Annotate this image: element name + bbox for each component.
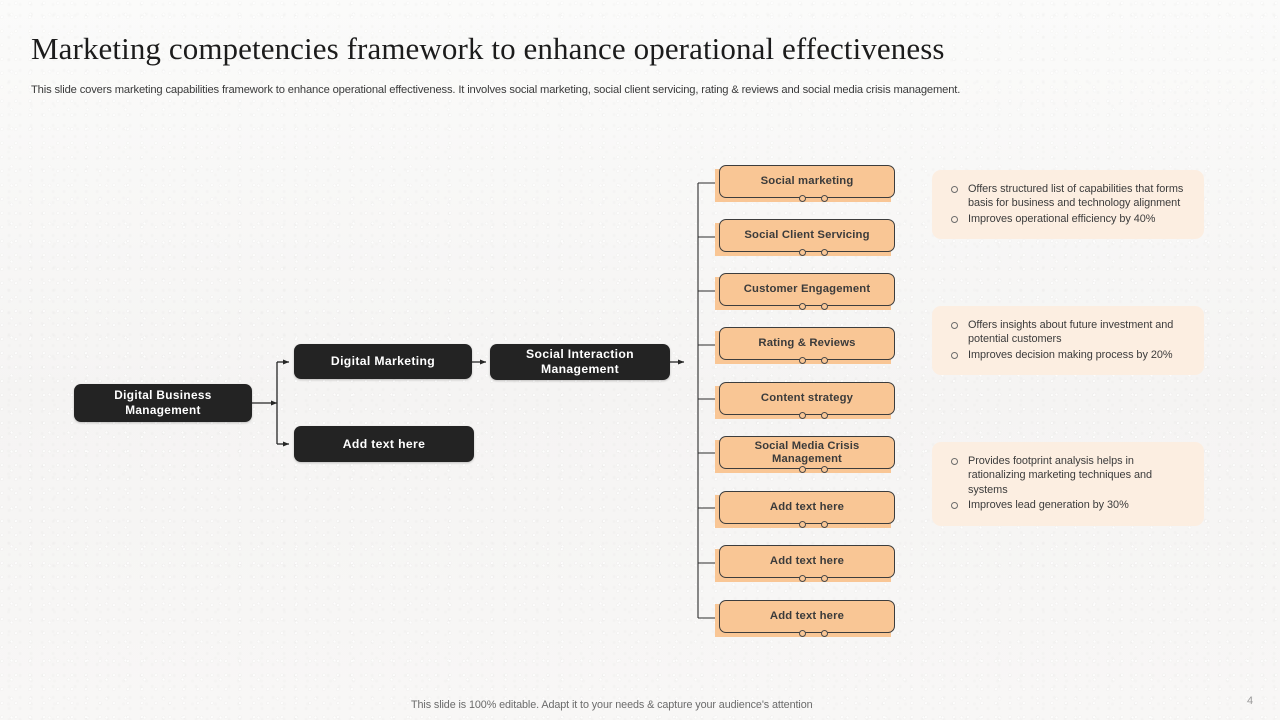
hollow-circle-bullet-icon — [951, 322, 958, 329]
benefit-list-item: Offers insights about future investment … — [948, 318, 1190, 347]
competency-box[interactable]: Add text here — [715, 491, 895, 528]
connector-dot-icon — [821, 466, 828, 473]
benefit-list-item: Offers structured list of capabilities t… — [948, 182, 1190, 211]
competency-outline: Content strategy — [719, 382, 895, 415]
node-add-text-here[interactable]: Add text here — [294, 426, 474, 462]
competency-label: Content strategy — [760, 392, 854, 404]
competency-box[interactable]: Add text here — [715, 600, 895, 637]
benefit-list: Offers insights about future investment … — [948, 318, 1190, 362]
competency-outline: Social Client Servicing — [719, 219, 895, 252]
benefit-callout[interactable]: Offers insights about future investment … — [932, 306, 1204, 376]
benefit-list-item: Improves lead generation by 30% — [948, 498, 1190, 512]
competency-outline: Add text here — [719, 545, 895, 578]
connector-dot-icon — [799, 575, 806, 582]
competency-box[interactable]: Social Media Crisis Management — [715, 436, 895, 473]
benefit-list-item: Improves operational efficiency by 40% — [948, 212, 1190, 226]
connector-dot-icon — [799, 521, 806, 528]
connector-dot-icon — [821, 195, 828, 202]
connector-dot-icon — [821, 630, 828, 637]
competency-box[interactable]: Social Client Servicing — [715, 219, 895, 256]
connector-dot-icon — [799, 195, 806, 202]
competency-label: Social Media Crisis Management — [754, 439, 860, 465]
competency-box[interactable]: Customer Engagement — [715, 273, 895, 310]
benefit-list-item: Improves decision making process by 20% — [948, 348, 1190, 362]
competency-box[interactable]: Add text here — [715, 545, 895, 582]
connector-dot-icon — [821, 575, 828, 582]
competency-label: Social Client Servicing — [744, 229, 870, 241]
benefit-callout[interactable]: Offers structured list of capabilities t… — [932, 170, 1204, 240]
connector-dot-icon — [799, 249, 806, 256]
connector-dot-icon — [799, 303, 806, 310]
connector-dot-icon — [799, 357, 806, 364]
node-digital-marketing[interactable]: Digital Marketing — [294, 344, 472, 379]
hollow-circle-bullet-icon — [951, 458, 958, 465]
competency-box[interactable]: Social marketing — [715, 165, 895, 202]
hollow-circle-bullet-icon — [951, 215, 958, 223]
competency-label: Add text here — [769, 501, 845, 513]
benefit-text: Offers insights about future investment … — [968, 319, 1174, 346]
competency-outline: Rating & Reviews — [719, 327, 895, 360]
competency-label: Add text here — [769, 610, 845, 622]
hollow-circle-bullet-icon — [951, 351, 958, 359]
competency-label: Social marketing — [760, 175, 854, 187]
benefit-text: Provides footprint analysis helps in rat… — [968, 455, 1152, 496]
competency-outline: Social Media Crisis Management — [719, 436, 895, 469]
page-title: Marketing competencies framework to enha… — [31, 31, 945, 66]
benefit-list-item: Provides footprint analysis helps in rat… — [948, 454, 1190, 497]
benefit-text: Offers structured list of capabilities t… — [968, 183, 1184, 210]
connector-dot-icon — [799, 466, 806, 473]
competency-label: Rating & Reviews — [758, 337, 856, 349]
competency-label: Customer Engagement — [743, 283, 871, 295]
connector-dot-icon — [799, 630, 806, 637]
connector-dot-icon — [821, 249, 828, 256]
competency-outline: Customer Engagement — [719, 273, 895, 306]
competency-outline: Social marketing — [719, 165, 895, 198]
connector-dot-icon — [821, 303, 828, 310]
hollow-circle-bullet-icon — [951, 502, 958, 510]
competency-box[interactable]: Rating & Reviews — [715, 327, 895, 364]
connector-dot-icon — [821, 521, 828, 528]
page-subtitle: This slide covers marketing capabilities… — [31, 84, 961, 96]
node-social-interaction-management[interactable]: Social Interaction Management — [490, 344, 670, 380]
connector-dot-icon — [821, 357, 828, 364]
benefit-callout[interactable]: Provides footprint analysis helps in rat… — [932, 442, 1204, 526]
benefit-text: Improves lead generation by 30% — [968, 499, 1129, 512]
connector-dot-icon — [821, 412, 828, 419]
competency-outline: Add text here — [719, 491, 895, 524]
page-number: 4 — [1247, 695, 1254, 707]
benefit-text: Improves decision making process by 20% — [968, 348, 1173, 361]
competency-box[interactable]: Content strategy — [715, 382, 895, 419]
benefit-list: Offers structured list of capabilities t… — [948, 182, 1190, 226]
hollow-circle-bullet-icon — [951, 186, 958, 193]
footer-note: This slide is 100% editable. Adapt it to… — [411, 699, 813, 711]
competency-outline: Add text here — [719, 600, 895, 633]
benefit-text: Improves operational efficiency by 40% — [968, 212, 1156, 225]
connector-dot-icon — [799, 412, 806, 419]
benefit-list: Provides footprint analysis helps in rat… — [948, 454, 1190, 513]
node-digital-business-management[interactable]: Digital Business Management — [74, 384, 252, 422]
competency-label: Add text here — [769, 555, 845, 567]
